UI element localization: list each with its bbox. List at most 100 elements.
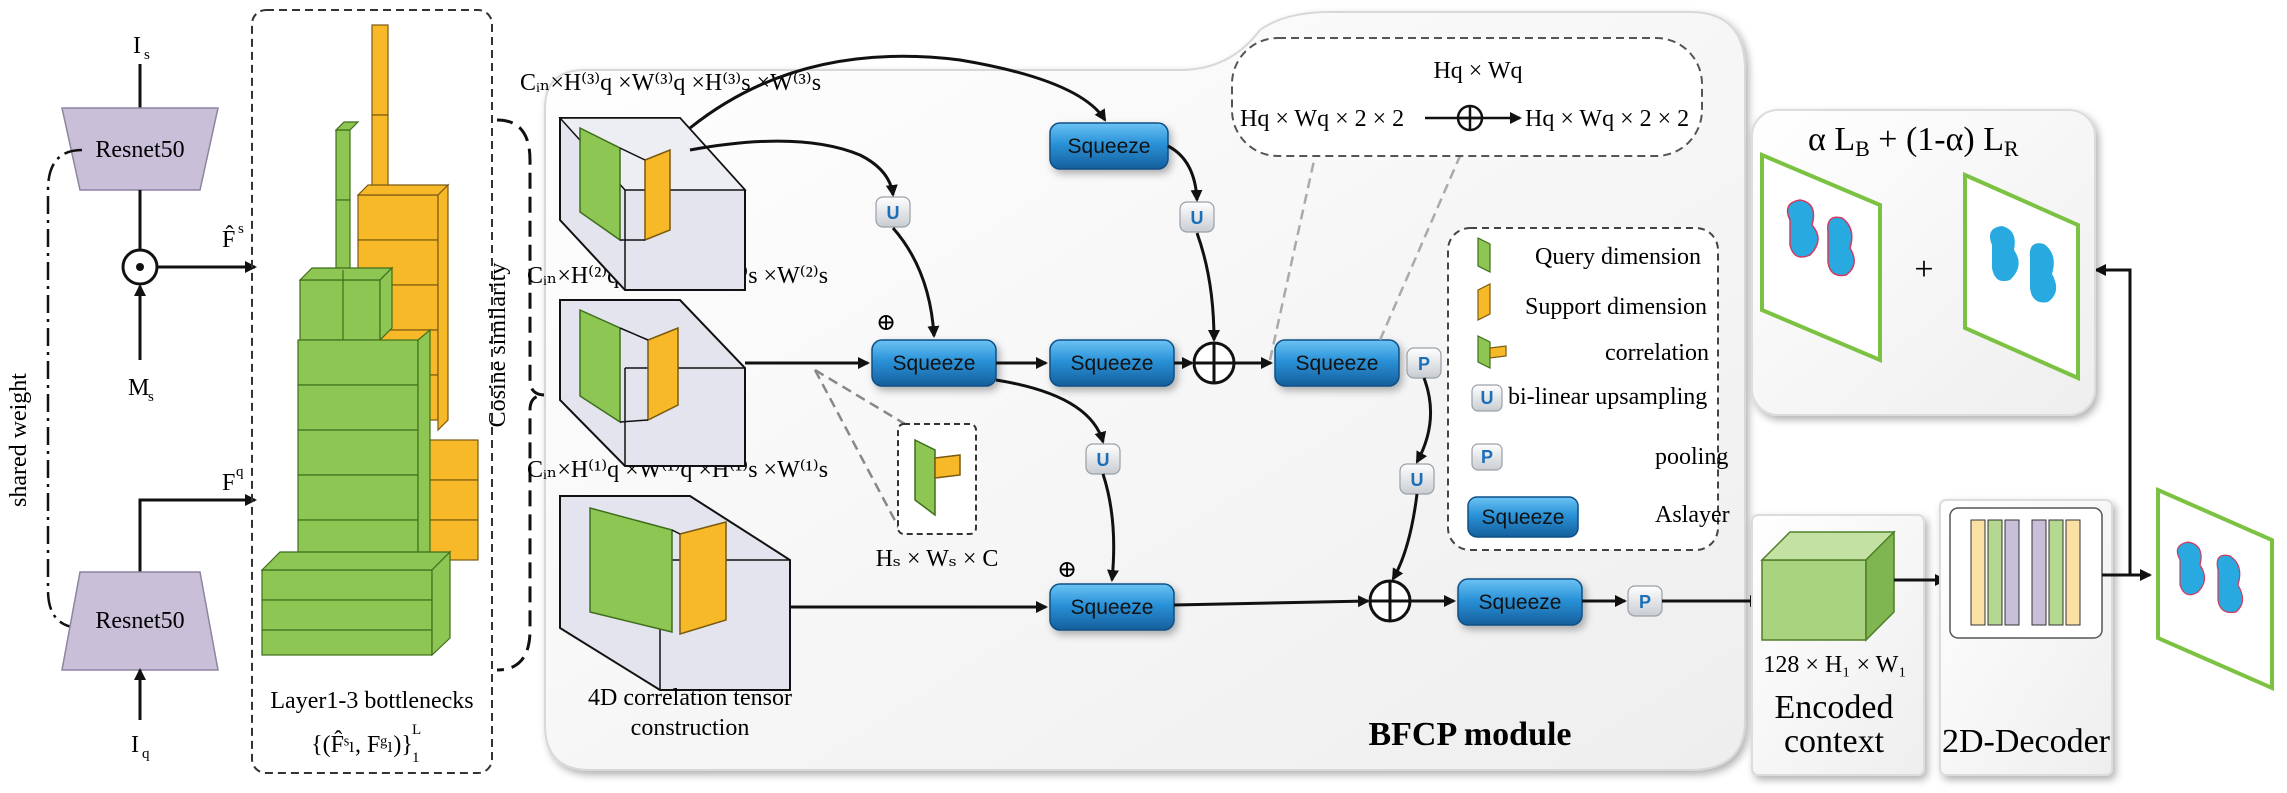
- mask-label: M: [128, 375, 149, 401]
- upsample-chip-1: U: [875, 196, 911, 228]
- shared-weight-bracket: [46, 148, 83, 630]
- plus-mark-2: ⊕: [1057, 557, 1077, 583]
- output-prediction: [2156, 486, 2274, 692]
- upsample-chip-4: U: [1399, 463, 1435, 495]
- shared-weight-label: shared weight: [6, 373, 32, 507]
- svg-text:U: U: [887, 203, 900, 223]
- encoded-context-panel: 128 × H₁ × W₁ Encoded context: [1751, 514, 1925, 776]
- cosine-label: Cosine similarity: [485, 263, 511, 428]
- decoder-layer-3: [2004, 519, 2020, 626]
- svg-text:U: U: [1191, 208, 1204, 228]
- loss-plus: +: [1914, 251, 1933, 288]
- input-query-label: I: [131, 732, 139, 758]
- sum-junction-bottom: [1368, 579, 1412, 623]
- decoder-layer-6: [2065, 519, 2081, 626]
- tensor-box-3: [558, 117, 747, 291]
- pool-kernel-label: Hq × Wq: [1433, 58, 1522, 84]
- encoded-label-2: context: [1784, 723, 1885, 760]
- pool-chip-1: P: [1406, 347, 1442, 379]
- bottleneck-label: Layer1-3 bottlenecks: [270, 688, 473, 714]
- legend-aslayer-label: Aslayer: [1655, 502, 1730, 528]
- correlation-inset: Hₛ × Wₛ × C: [813, 368, 999, 572]
- decoder-label: 2D-Decoder: [1942, 723, 2111, 760]
- svg-text:Squeeze: Squeeze: [1068, 135, 1151, 158]
- upsample-chip-2: U: [1179, 201, 1215, 233]
- sum-junction-mid: [1192, 341, 1236, 385]
- loss-formula: α LB + (1-α) LR: [1808, 121, 2019, 161]
- decoder-layer-4: [2031, 519, 2047, 626]
- svg-text:U: U: [1097, 450, 1110, 470]
- svg-text:Squeeze: Squeeze: [1479, 591, 1562, 614]
- tensor-box-2: [559, 299, 746, 467]
- tensor-caption-1: 4D correlation tensor: [588, 685, 792, 711]
- feat-query-label: F: [222, 470, 235, 496]
- legend: Query dimension Support dimension correl…: [1447, 227, 1730, 551]
- decoder-layer-1: [1970, 519, 1986, 626]
- legend-support-label: Support dimension: [1525, 294, 1707, 320]
- connections: [689, 54, 1762, 613]
- squeeze-node-top: Squeeze: [1049, 122, 1169, 170]
- resnet50-top-block: [61, 107, 219, 191]
- bfcp-module-panel: [544, 11, 1746, 771]
- svg-text:Squeeze: Squeeze: [893, 352, 976, 375]
- bottleneck-set-sup: L: [412, 722, 421, 738]
- resnet50-top-label: Resnet50: [95, 137, 184, 163]
- resnet50-bottom-label: Resnet50: [95, 608, 184, 634]
- squeeze-node-mid-c: Squeeze: [1274, 339, 1400, 387]
- svg-text:P: P: [1639, 592, 1651, 612]
- squeeze-node-bottom-a: Squeeze: [1049, 583, 1175, 631]
- legend-support-swatch: [1477, 283, 1491, 321]
- decoder-layer-2: [1987, 519, 2003, 626]
- squeeze-node-mid-b: Squeeze: [1049, 339, 1175, 387]
- squeeze-node-bottom-b: Squeeze: [1457, 578, 1583, 626]
- svg-text:U: U: [1481, 388, 1494, 408]
- svg-text:P: P: [1418, 354, 1430, 374]
- feat-support-label: F̂: [222, 225, 235, 253]
- resnet50-bottom-block: [61, 571, 219, 671]
- input-support-label: I: [133, 33, 141, 59]
- encoded-label-1: Encoded: [1775, 689, 1894, 726]
- svg-text:Squeeze: Squeeze: [1071, 352, 1154, 375]
- input-query-sub: q: [142, 746, 150, 762]
- tensor3-label: Cᵢₙ×H⁽³⁾q ×W⁽³⁾q ×H⁽³⁾s ×W⁽³⁾s: [520, 70, 821, 96]
- svg-text:U: U: [1411, 470, 1424, 490]
- encoded-size-label: 128 × H₁ × W₁: [1763, 652, 1906, 678]
- cosine-similarity: Cosine similarity: [485, 118, 546, 672]
- loss-panel: α LB + (1-α) LR +: [1751, 109, 2096, 416]
- corr-size-label: Hₛ × Wₛ × C: [876, 546, 999, 572]
- backbone-section: I s Resnet50 M s F̂ s shared weight F q …: [6, 33, 257, 762]
- bottleneck-stack: Layer1-3 bottlenecks {(F̂ˢₗ, Fᵍₗ)} L 1: [251, 9, 493, 774]
- svg-text:P: P: [1481, 447, 1493, 467]
- legend-correlation-label: correlation: [1605, 340, 1709, 366]
- mask-sub: s: [148, 389, 154, 405]
- feat-query-sup: q: [236, 464, 244, 480]
- region-mask-frame: [1963, 171, 2080, 382]
- bottleneck-frame: [251, 9, 493, 774]
- pool-out-label: Hq × Wq × 2 × 2: [1525, 106, 1689, 132]
- bottleneck-set-sub: 1: [412, 750, 420, 766]
- upsample-chip-3: U: [1085, 443, 1121, 475]
- pool-chip-2: P: [1627, 585, 1663, 617]
- decoder-panel: 2D-Decoder: [1939, 499, 2113, 776]
- input-support-sub: s: [144, 47, 150, 63]
- tensor-caption-2: construction: [631, 715, 750, 741]
- pool-in-label: Hq × Wq × 2 × 2: [1240, 106, 1404, 132]
- tensor-box-1: [559, 495, 791, 691]
- legend-correlation-swatch: [1477, 335, 1491, 369]
- legend-query-swatch: [1477, 237, 1491, 273]
- bfcp-module-title: BFCP module: [1368, 716, 1571, 753]
- decoder-layer-5: [2048, 519, 2064, 626]
- pooling-inset: Hq × Wq Hq × Wq × 2 × 2 Hq × Wq × 2 × 2: [1231, 37, 1703, 361]
- svg-text:Squeeze: Squeeze: [1482, 506, 1565, 529]
- svg-text:Squeeze: Squeeze: [1296, 352, 1379, 375]
- query-feature-tower: [260, 121, 452, 657]
- legend-upsampling-label: bi-linear upsampling: [1508, 384, 1707, 410]
- svg-text:Squeeze: Squeeze: [1071, 596, 1154, 619]
- encoded-cube: [1761, 559, 1867, 641]
- legend-query-label: Query dimension: [1535, 244, 1701, 270]
- squeeze-node-mid-a: Squeeze: [871, 339, 997, 387]
- bottleneck-set: {(F̂ˢₗ, Fᵍₗ)}: [311, 730, 413, 758]
- legend-pooling-label: pooling: [1655, 444, 1728, 470]
- feat-support-sup: s: [238, 221, 244, 237]
